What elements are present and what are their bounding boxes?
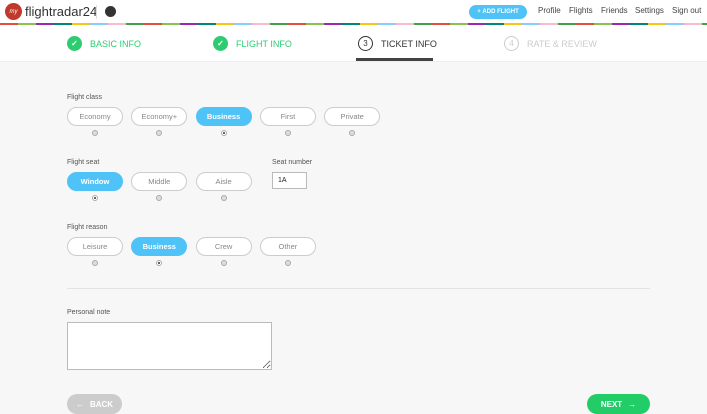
step-label: BASIC INFO [90,38,142,49]
step-number: 4 [504,36,519,51]
globe-icon[interactable] [105,6,116,17]
back-button[interactable]: ← BACK [67,394,122,414]
arrow-left-icon: ← [75,399,84,409]
nav-flights[interactable]: Flights [569,6,593,15]
nav-friends[interactable]: Friends [601,6,628,15]
step-number: 3 [358,36,373,51]
flight-reason-label: Flight reason [67,224,108,231]
flight-class-option[interactable]: Business [195,107,252,126]
flight-reason-option[interactable]: Other [259,237,316,256]
radio-button[interactable] [284,130,291,136]
radio-button[interactable] [284,260,291,266]
step-basic-info[interactable]: ✓ BASIC INFO [67,36,141,51]
flight-class-option[interactable]: Economy+ [131,107,188,126]
radio-button[interactable] [220,130,227,136]
radio-button[interactable] [220,260,227,266]
flight-reason-option[interactable]: Leisure [67,237,123,256]
radio-button[interactable] [349,130,356,136]
flight-class-option[interactable]: Economy [67,107,123,126]
back-label: BACK [89,399,114,409]
color-stripe [0,23,707,25]
step-rate-review: 4 RATE & REVIEW [504,36,597,51]
arrow-right-icon: → [628,399,637,409]
radio-button[interactable] [156,260,163,266]
next-button[interactable]: NEXT → [587,394,650,414]
nav-profile[interactable]: Profile [538,6,561,15]
radio-button[interactable] [92,195,98,201]
logo-badge: my [5,3,22,20]
flight-class-option[interactable]: Private [324,107,381,126]
section-divider [67,288,650,289]
radio-button[interactable] [92,260,98,266]
step-ticket-info[interactable]: 3 TICKET INFO [358,36,437,51]
radio-button[interactable] [92,130,98,136]
flight-reason-option[interactable]: Crew [195,237,252,256]
radio-button[interactable] [156,130,163,136]
divider [96,5,97,19]
check-icon: ✓ [67,36,82,51]
plus-icon: + [477,9,483,15]
check-icon: ✓ [213,36,228,51]
personal-note-textarea[interactable] [67,322,272,370]
seat-number-label: Seat number [272,159,313,166]
flight-seat-option[interactable]: Aisle [195,172,252,191]
step-label: FLIGHT INFO [236,38,292,49]
add-flight-label: ADD FLIGHT [482,9,519,15]
logo-text: flightradar24 [25,4,98,19]
step-flight-info[interactable]: ✓ FLIGHT INFO [213,36,292,51]
flight-class-option[interactable]: First [259,107,316,126]
radio-button[interactable] [156,195,163,201]
flight-seat-label: Flight seat [67,159,100,166]
flight-seat-option[interactable]: Window [67,172,123,191]
flight-class-label: Flight class [67,94,103,101]
nav-settings[interactable]: Settings [635,6,664,15]
next-label: NEXT [600,399,623,409]
flight-seat-option[interactable]: Middle [131,172,188,191]
step-label: TICKET INFO [381,38,437,49]
seat-number-input[interactable] [272,172,307,189]
radio-button[interactable] [220,195,227,201]
add-flight-button[interactable]: + ADD FLIGHT [469,5,527,19]
flight-reason-option[interactable]: Business [131,237,188,256]
step-label: RATE & REVIEW [527,38,597,49]
nav-sign-out[interactable]: Sign out [672,6,702,15]
active-step-indicator [356,58,433,61]
personal-note-label: Personal note [67,309,111,316]
